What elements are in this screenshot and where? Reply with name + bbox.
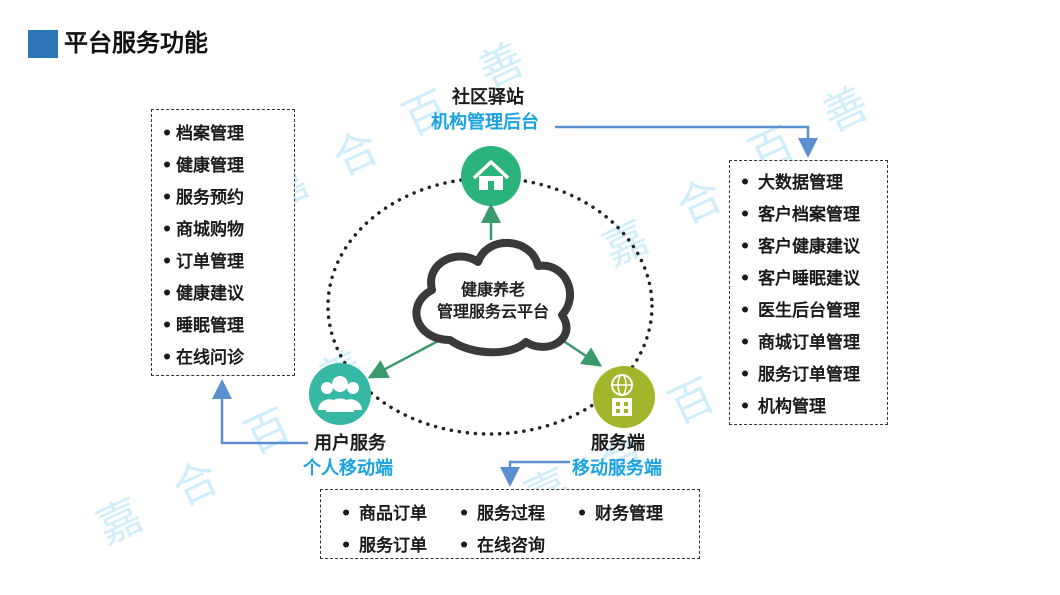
list-item: •商城订单管理 [739,333,860,353]
globe-building-icon [593,366,655,428]
cloud-label: 健康养老 管理服务云平台 [413,279,573,323]
cloud-icon [412,238,575,357]
cloud-label-line2: 管理服务云平台 [436,302,549,321]
list-item: •睡眠管理 [161,316,244,336]
list-item: •健康建议 [161,284,244,304]
list-item: •商品订单 [340,504,427,524]
cloud-label-line1: 健康养老 [460,280,525,299]
list-item: •客户健康建议 [739,237,860,257]
list-item: •客户档案管理 [739,205,860,225]
users-icon [309,363,371,425]
list-item: •在线问诊 [161,348,244,368]
list-item: •商城购物 [161,220,244,240]
title-marker [28,30,58,58]
dotted-ring [326,176,654,436]
right-node-title: 服务端 [591,433,645,454]
list-item: •服务订单管理 [739,365,860,385]
list-item: •医生后台管理 [739,301,860,321]
list-item: •订单管理 [161,252,244,272]
right-node-subtitle: 移动服务端 [572,458,662,479]
list-item: •客户睡眠建议 [739,269,860,289]
page-title: 平台服务功能 [64,29,208,57]
left-node-title: 用户服务 [314,433,386,454]
list-item: •大数据管理 [739,173,843,193]
bottom-row-1: •商品订单 •服务过程 •财务管理 [333,498,687,530]
user-features-box: •档案管理 •健康管理 •服务预约 •商城购物 •订单管理 •健康建议 •睡眠管… [151,109,295,376]
list-item: •服务订单 [340,536,427,556]
list-item: •健康管理 [161,156,244,176]
connector-top-to-right [555,125,818,158]
bottom-row-2: •服务订单 •在线咨询 [333,530,569,562]
list-item: •财务管理 [576,504,663,524]
list-item: •在线咨询 [458,536,545,556]
list-item: •服务过程 [458,504,545,524]
connector-right-to-bottombox [500,460,570,487]
list-item: •机构管理 [739,397,826,417]
service-features-box: •商品订单 •服务过程 •财务管理 •服务订单 •在线咨询 [320,489,700,559]
house-icon [461,146,521,206]
arrow-cloud-to-left [367,338,441,379]
list-item: •档案管理 [161,124,244,144]
left-node-subtitle: 个人移动端 [303,458,393,479]
connector-left-to-leftbox [212,379,308,445]
admin-features-box: •大数据管理 •客户档案管理 •客户健康建议 •客户睡眠建议 •医生后台管理 •… [729,160,888,425]
top-node-title: 社区驿站 [452,87,524,108]
list-item: •服务预约 [161,188,244,208]
top-node-subtitle: 机构管理后台 [431,112,539,133]
